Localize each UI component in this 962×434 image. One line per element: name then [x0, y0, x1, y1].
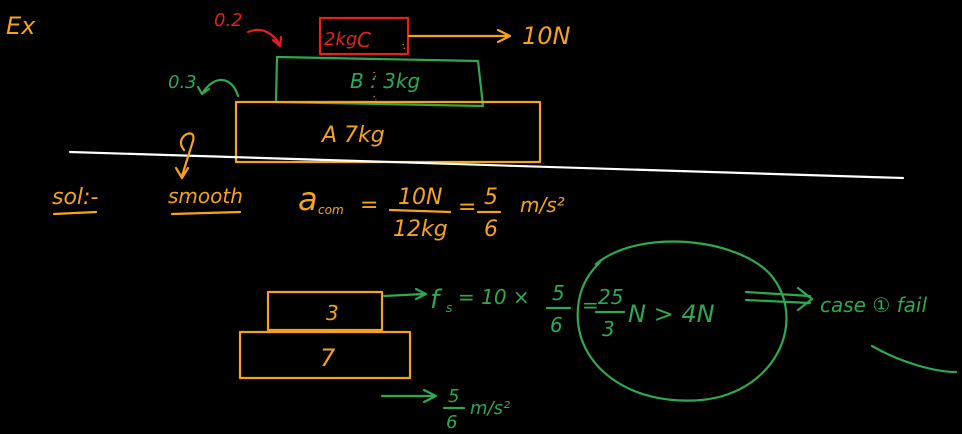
acom-unit: m/s²: [520, 193, 565, 217]
block-a-label: A 7kg: [320, 123, 385, 148]
force-label: 10N: [522, 22, 571, 50]
sub-block-bottom: [238, 330, 412, 380]
block-c-name: C: [357, 28, 371, 52]
friction-equals: =: [582, 293, 599, 317]
smooth-underline: [170, 210, 242, 216]
mu-top-arrow: [246, 28, 283, 48]
friction-denominator-2: 3: [602, 317, 615, 341]
block-b-label: B : 3kg: [350, 69, 420, 93]
sub-block-top-label: 3: [326, 301, 339, 325]
mu-top-label: 0.2: [214, 10, 243, 31]
implies-arrow: [744, 286, 814, 312]
mu-mid-label: 0.3: [168, 72, 197, 93]
friction-numerator: 5: [552, 281, 565, 305]
solution-underline: [52, 210, 98, 216]
heading-ex: Ex: [6, 12, 36, 40]
acom-denominator: 12kg: [393, 217, 448, 242]
acom-denominator-2: 6: [484, 217, 498, 242]
friction-numerator-2: 25: [598, 285, 623, 309]
acom-equals-2: =: [458, 195, 476, 220]
friction-subscript: s: [446, 301, 452, 315]
force-arrow: [407, 28, 512, 44]
smooth-note: smooth: [168, 184, 243, 208]
sub-block-bottom-label: 7: [320, 344, 336, 372]
friction-denominator: 6: [550, 313, 563, 337]
bottom-accel-numerator: 5: [448, 386, 459, 407]
acom-numerator: 10N: [398, 185, 442, 210]
acom-symbol: a: [298, 180, 318, 218]
acom-numerator-2: 5: [484, 185, 498, 210]
contact-marks: [373, 43, 406, 101]
mu-mid-arrow: [196, 78, 240, 98]
conclusion-underline: [870, 344, 958, 374]
sub-block-top: [266, 290, 384, 332]
solution-label: sol:-: [52, 185, 98, 210]
smooth-pointer-arrow: [174, 132, 195, 180]
acom-subscript: com: [318, 203, 344, 217]
ground-line: [68, 150, 905, 180]
acom-equals: =: [360, 193, 378, 218]
friction-expression: = 10 ×: [458, 285, 530, 309]
acom-fraction-bar: [388, 208, 452, 214]
bottom-accel-unit: m/s²: [470, 398, 510, 419]
bottom-accel-arrow: [380, 388, 438, 404]
conclusion-text: case ① fail: [820, 293, 927, 317]
block-b: [274, 55, 485, 108]
block-a: [234, 100, 542, 164]
block-c-mass: 2kg: [324, 29, 357, 50]
bottom-accel-denominator: 6: [446, 412, 457, 433]
friction-comparison: N > 4N: [628, 300, 715, 328]
result-circle: [576, 240, 788, 402]
friction-arrow: [382, 287, 428, 301]
friction-symbol: f: [430, 285, 443, 315]
